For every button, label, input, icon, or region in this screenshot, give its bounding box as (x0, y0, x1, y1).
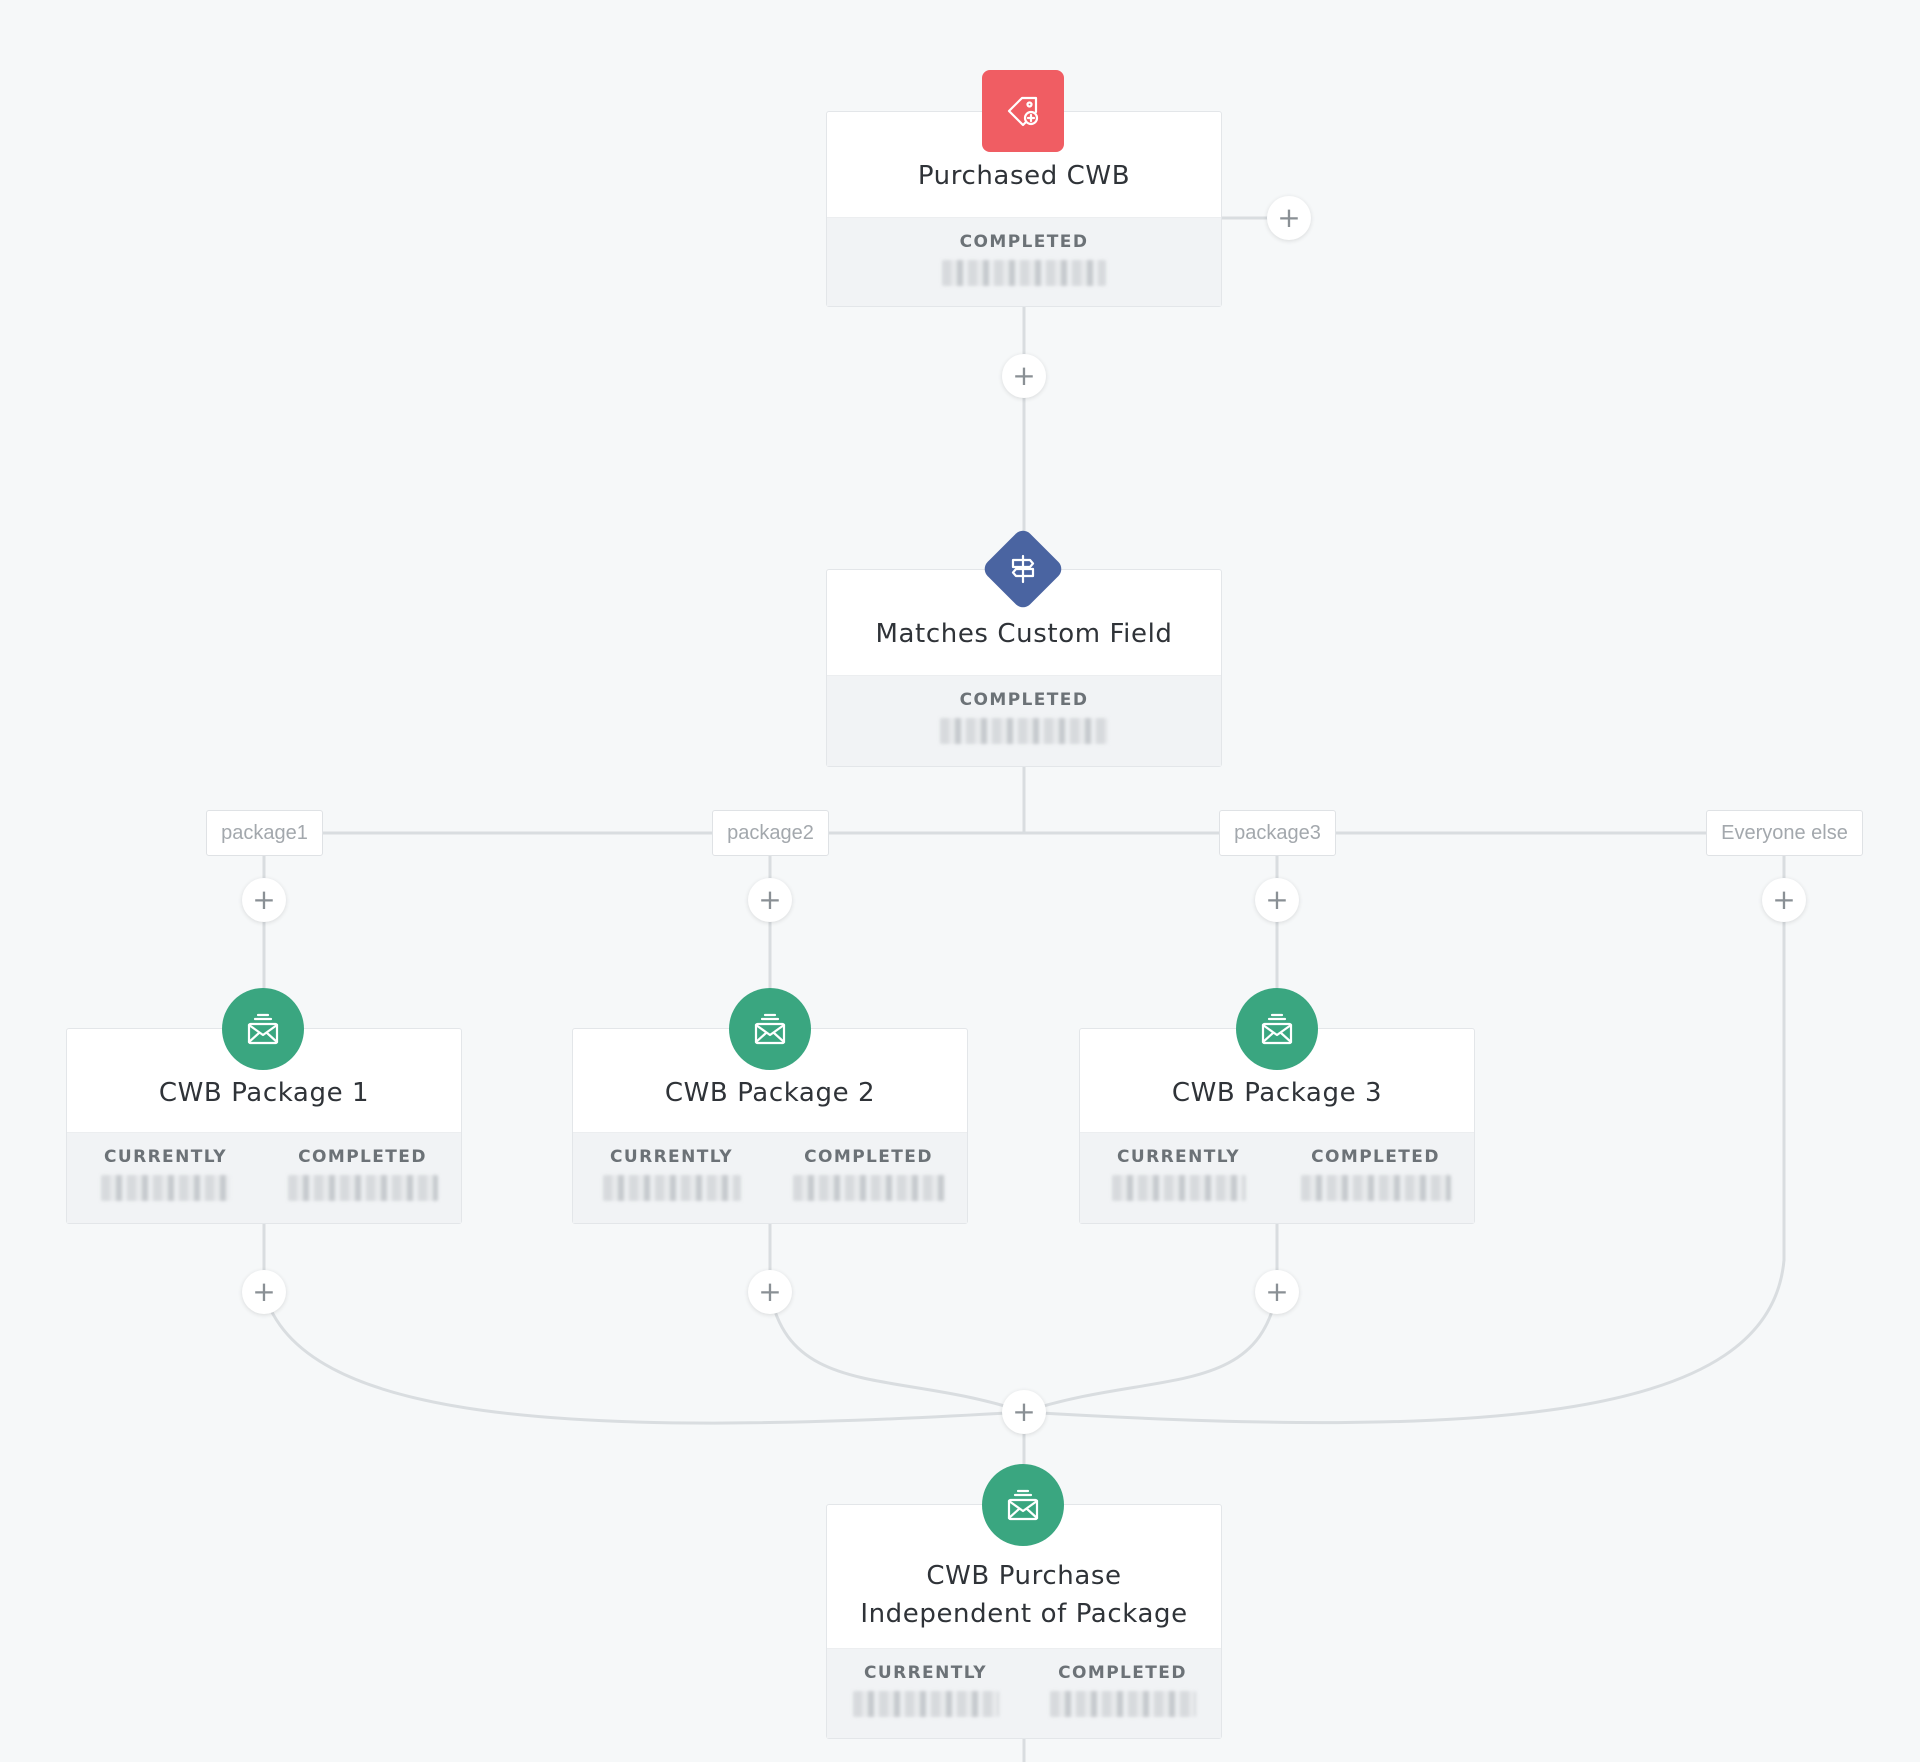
add-step-button[interactable]: + (1762, 878, 1806, 922)
stat-completed: COMPLETED (1024, 1649, 1221, 1738)
connector-line (1022, 1290, 1279, 1414)
node-stats: COMPLETED (827, 217, 1221, 306)
tag-icon (1007, 96, 1039, 127)
node-stats: CURRENTLY COMPLETED (67, 1132, 461, 1223)
plus-icon: + (758, 883, 782, 916)
stat-label: COMPLETED (1311, 1147, 1440, 1167)
node-title: Purchased CWB (827, 112, 1221, 220)
plus-icon: + (252, 883, 276, 916)
node-title: CWB Package 2 (573, 1029, 967, 1135)
node-title: CWB Package 1 (67, 1029, 461, 1135)
stat-value-redacted (1049, 1691, 1196, 1717)
envelope-icon (754, 1013, 786, 1045)
node-title: Matches Custom Field (827, 570, 1221, 678)
branch-label-package2[interactable]: package2 (712, 810, 829, 856)
connector-line (1022, 1258, 1786, 1425)
email-icon-badge (1236, 988, 1318, 1070)
node-card-independent-purchase[interactable]: CWB Purchase Independent of Package CURR… (826, 1504, 1222, 1739)
node-title: CWB Purchase Independent of Package (827, 1505, 1221, 1651)
add-step-button[interactable]: + (748, 878, 792, 922)
stat-value-redacted (852, 1691, 999, 1717)
node-card-package-2[interactable]: CWB Package 2 CURRENTLY COMPLETED (572, 1028, 968, 1224)
stat-value-redacted (602, 1175, 741, 1201)
stat-currently: CURRENTLY (67, 1133, 264, 1223)
connector-line (768, 1290, 1026, 1414)
branch-label-package3[interactable]: package3 (1219, 810, 1336, 856)
stat-value-redacted (287, 1175, 438, 1201)
stat-label: CURRENTLY (1117, 1147, 1240, 1167)
stat-label: COMPLETED (959, 690, 1089, 710)
node-title-line: CWB Package 1 (158, 1078, 370, 1108)
add-step-button[interactable]: + (1002, 354, 1046, 398)
stat-label: COMPLETED (804, 1147, 933, 1167)
stat-completed: COMPLETED (827, 218, 1221, 306)
stat-value-redacted (100, 1175, 231, 1201)
plus-icon: + (1277, 201, 1301, 234)
stat-label: COMPLETED (1058, 1663, 1187, 1683)
envelope-icon (1261, 1013, 1293, 1045)
add-step-button[interactable]: + (1255, 1270, 1299, 1314)
stat-currently: CURRENTLY (573, 1133, 770, 1223)
node-title-line: Purchased CWB (917, 161, 1131, 191)
email-icon-badge (729, 988, 811, 1070)
connector-line (262, 1290, 1026, 1425)
add-step-button[interactable]: + (748, 1270, 792, 1314)
stat-value-redacted (1111, 1175, 1246, 1201)
signpost-icon (1011, 554, 1035, 584)
stat-completed: COMPLETED (1277, 1133, 1474, 1223)
node-title: CWB Package 3 (1080, 1029, 1474, 1135)
branch-label-everyone-else[interactable]: Everyone else (1706, 810, 1863, 856)
stat-completed: COMPLETED (264, 1133, 461, 1223)
node-title-line: CWB Package 3 (1171, 1078, 1383, 1108)
add-step-button[interactable]: + (1002, 1390, 1046, 1434)
stat-value-redacted (1300, 1175, 1451, 1201)
add-step-button[interactable]: + (242, 878, 286, 922)
envelope-icon (247, 1013, 279, 1045)
add-step-button[interactable]: + (242, 1270, 286, 1314)
node-title-line: CWB Package 2 (664, 1078, 876, 1108)
node-stats: CURRENTLY COMPLETED (573, 1132, 967, 1223)
trigger-icon-badge (982, 70, 1064, 152)
stat-label: COMPLETED (959, 232, 1089, 252)
stat-value-redacted (792, 1175, 945, 1201)
stat-value-redacted (942, 260, 1106, 286)
stat-completed: COMPLETED (827, 676, 1221, 766)
node-card-package-1[interactable]: CWB Package 1 CURRENTLY COMPLETED (66, 1028, 462, 1224)
branch-label-package1[interactable]: package1 (206, 810, 323, 856)
plus-icon: + (1265, 1275, 1289, 1308)
node-stats: CURRENTLY COMPLETED (827, 1648, 1221, 1738)
node-title-line: Matches Custom Field (875, 619, 1173, 649)
plus-icon: + (1772, 883, 1796, 916)
plus-icon: + (1012, 359, 1036, 392)
plus-icon: + (1265, 883, 1289, 916)
node-stats: CURRENTLY COMPLETED (1080, 1132, 1474, 1223)
stat-label: CURRENTLY (104, 1147, 227, 1167)
email-icon-badge (982, 1464, 1064, 1546)
email-icon-badge (222, 988, 304, 1070)
node-title-line: Independent of Package (860, 1599, 1188, 1629)
stat-completed: COMPLETED (770, 1133, 967, 1223)
stat-label: CURRENTLY (610, 1147, 733, 1167)
stat-label: COMPLETED (298, 1147, 427, 1167)
add-step-button[interactable]: + (1255, 878, 1299, 922)
plus-icon: + (758, 1275, 782, 1308)
envelope-icon (1007, 1489, 1039, 1521)
condition-icon-badge (980, 526, 1066, 612)
add-step-button[interactable]: + (1267, 196, 1311, 240)
stat-currently: CURRENTLY (1080, 1133, 1277, 1223)
stat-label: CURRENTLY (864, 1663, 987, 1683)
stat-currently: CURRENTLY (827, 1649, 1024, 1738)
stat-value-redacted (940, 718, 1108, 744)
node-stats: COMPLETED (827, 675, 1221, 766)
plus-icon: + (252, 1275, 276, 1308)
node-title-line: CWB Purchase (926, 1561, 1122, 1591)
plus-icon: + (1012, 1395, 1036, 1428)
